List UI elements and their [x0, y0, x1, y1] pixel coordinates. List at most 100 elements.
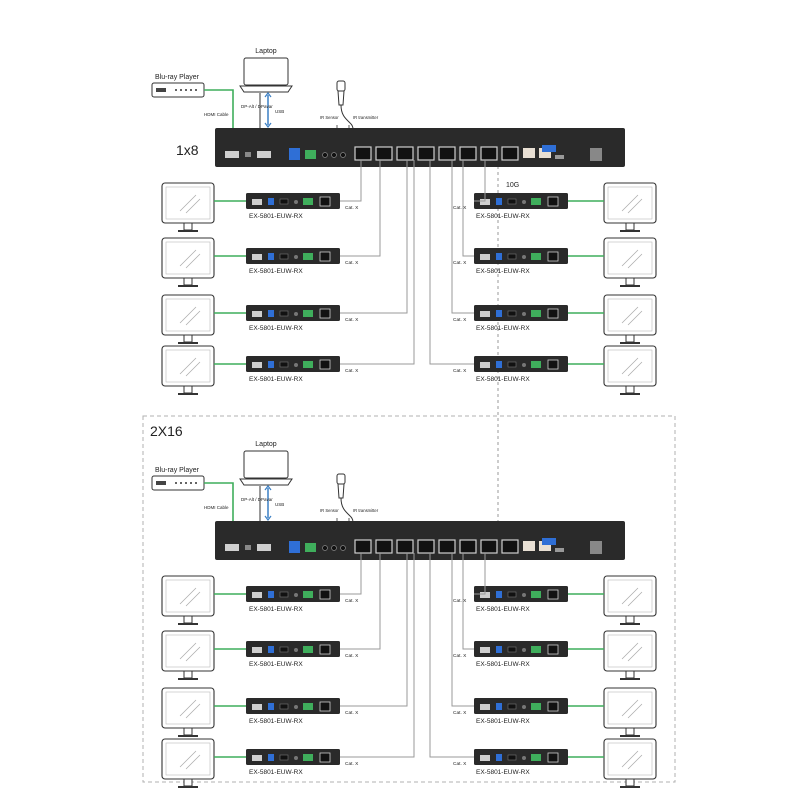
rj45-port — [438, 539, 456, 554]
receiver-left — [246, 698, 340, 714]
rj45-port — [501, 539, 519, 554]
receiver-model-label: EX-5801-EUW-RX — [249, 769, 303, 776]
rj45-port — [547, 752, 559, 763]
usb-port — [268, 361, 274, 368]
receiver-right — [474, 749, 568, 765]
cat-cable-line — [340, 553, 381, 650]
rj45-port — [319, 589, 331, 600]
cat-cable-line — [474, 160, 486, 202]
terminal-block — [531, 310, 541, 317]
hdmi-port — [480, 592, 490, 598]
ir-emitter-label: IR transmitter — [353, 115, 379, 120]
rj45-port — [319, 752, 331, 763]
receiver-right — [474, 586, 568, 602]
hdmi-port — [252, 592, 262, 598]
cat-cable-line — [429, 553, 474, 758]
rj45-port — [480, 146, 498, 161]
rj45-port — [354, 539, 372, 554]
receiver-model-label: EX-5801-EUW-RX — [476, 606, 530, 613]
receiver-left — [246, 749, 340, 765]
usb-port — [496, 646, 502, 653]
rj45-port — [319, 196, 331, 207]
hdmi-port — [480, 311, 490, 317]
rj45-port — [319, 359, 331, 370]
usb-port — [496, 198, 502, 205]
rj45-port — [547, 589, 559, 600]
cat-cable-label: Cat. X — [345, 598, 359, 604]
terminal-block — [531, 646, 541, 653]
cat-cable-label: Cat. X — [453, 761, 467, 767]
dp-alt-label: DP-Alt / DPavar — [241, 104, 273, 109]
dip-switch — [542, 538, 556, 545]
hdmi-port — [480, 704, 490, 710]
rj45-port — [547, 251, 559, 262]
monitor-icon — [161, 687, 215, 737]
laptop-label: Laptop — [255, 48, 277, 55]
bluray-player — [151, 82, 205, 98]
cat-cable-label: Cat. X — [453, 317, 467, 323]
laptop-label: Laptop — [255, 441, 277, 448]
usb-port — [268, 310, 274, 317]
section-title: 1x8 — [176, 142, 199, 158]
rj45-port — [459, 539, 477, 554]
hdmi-port — [252, 647, 262, 653]
rj45-port — [319, 308, 331, 319]
monitor-icon — [603, 687, 657, 737]
main-switch — [215, 128, 625, 167]
main-switch — [215, 521, 625, 560]
rj45-port — [396, 146, 414, 161]
receiver-model-label: EX-5801-EUW-RX — [249, 718, 303, 725]
usb-port — [496, 253, 502, 260]
cat-cable-label: Cat. X — [345, 317, 359, 323]
cat-cable-line — [462, 160, 474, 257]
cat-cable-line — [462, 553, 474, 650]
receiver-model-label: EX-5801-EUW-RX — [249, 213, 303, 220]
cat-cable-line — [451, 160, 474, 314]
cat-cable-label: Cat. X — [345, 260, 359, 266]
receiver-right — [474, 305, 568, 321]
rj45-port — [417, 539, 435, 554]
receiver-model-label: EX-5801-EUW-RX — [476, 769, 530, 776]
hdmi-port — [480, 755, 490, 761]
laptop — [239, 450, 293, 486]
usb-arrow-down-icon — [264, 122, 272, 128]
hdmi-port — [252, 704, 262, 710]
rj45-port — [547, 644, 559, 655]
receiver-left — [246, 193, 340, 209]
usb-port — [268, 754, 274, 761]
hdmi-port — [252, 199, 262, 205]
usb-port — [268, 646, 274, 653]
usb-arrow-down-icon — [264, 515, 272, 521]
receiver-right — [474, 641, 568, 657]
terminal-block — [531, 703, 541, 710]
cat-cable-label: Cat. X — [345, 710, 359, 716]
laptop — [239, 57, 293, 93]
rj45-port — [547, 308, 559, 319]
terminal-block — [303, 310, 313, 317]
cat-cable-line — [340, 553, 408, 707]
monitor-icon — [603, 575, 657, 625]
cat-cable-label: Cat. X — [345, 205, 359, 211]
usb-arrow-up-icon — [264, 485, 272, 491]
usb-port — [268, 198, 274, 205]
receiver-model-label: EX-5801-EUW-RX — [476, 718, 530, 725]
terminal-block — [531, 253, 541, 260]
sfp-port — [523, 541, 535, 551]
usb-label: USB — [275, 502, 284, 507]
usb-port — [496, 310, 502, 317]
receiver-model-label: EX-5801-EUW-RX — [476, 661, 530, 668]
cat-cable-label: Cat. X — [453, 598, 467, 604]
terminal-block — [303, 253, 313, 260]
terminal-block — [531, 591, 541, 598]
cat-cable-line — [340, 160, 381, 257]
receiver-model-label: EX-5801-EUW-RX — [249, 661, 303, 668]
sfp-port — [539, 148, 551, 158]
rj45-port — [319, 701, 331, 712]
receiver-right — [474, 356, 568, 372]
monitor-icon — [161, 345, 215, 395]
rj45-port — [480, 539, 498, 554]
terminal-block — [303, 703, 313, 710]
rj45-port — [547, 196, 559, 207]
usb-label: USB — [275, 109, 284, 114]
